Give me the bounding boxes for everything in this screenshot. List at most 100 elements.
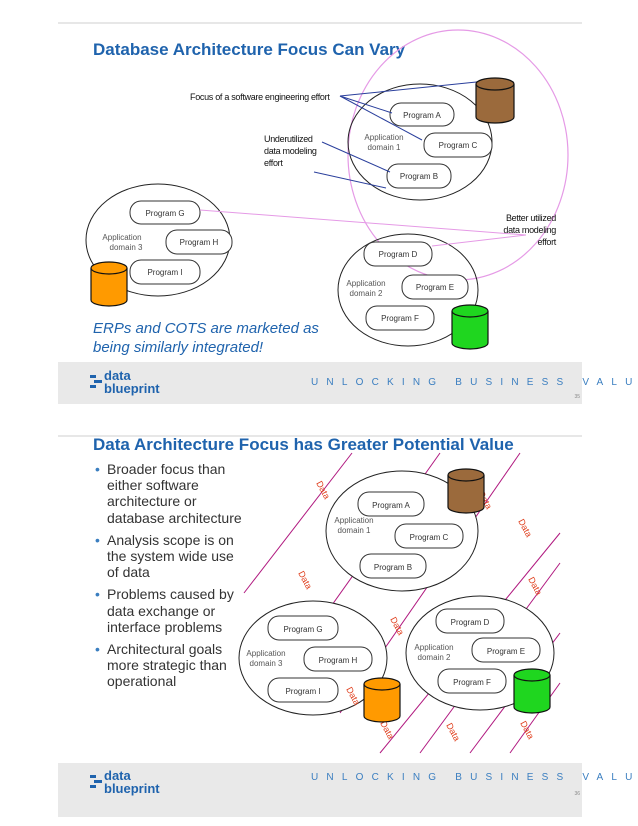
data-label: Data	[296, 569, 314, 590]
program-f-box	[365, 305, 435, 331]
data-blueprint-logo: data blueprint	[90, 367, 200, 402]
data-label: Data	[444, 721, 462, 742]
program-g-label: Program G	[145, 209, 184, 218]
better-annotation-line2: data modeling	[503, 225, 556, 235]
program-f-label: Program F	[453, 678, 491, 687]
slide-2: Data Architecture Focus has Greater Pote…	[0, 413, 638, 826]
focus-arrow-3	[339, 79, 497, 97]
footer-bar	[58, 763, 582, 817]
erp-callout: ERPs and COTS are marketed as being simi…	[93, 320, 319, 356]
bullet-item: Problems caused by data exchange or inte…	[95, 586, 245, 635]
program-i-box	[129, 259, 201, 285]
tagline: UNLOCKING BUSINESS VALUE	[311, 772, 638, 783]
program-c-box	[423, 132, 493, 158]
svg-text:blueprint: blueprint	[104, 781, 160, 796]
program-d-box	[363, 241, 433, 267]
svg-text:data: data	[104, 368, 132, 383]
slide-1: Database Architecture Focus Can Vary Pro…	[58, 22, 638, 404]
program-e-label: Program E	[416, 283, 454, 292]
program-c-box	[394, 523, 464, 549]
better-arrow-2	[199, 209, 527, 236]
domain-2-label-line1: Application	[414, 643, 453, 652]
program-d-box	[435, 608, 505, 634]
tagline: UNLOCKING BUSINESS VALUE	[311, 377, 638, 388]
program-h-box	[303, 646, 373, 672]
bullet-item: Analysis scope is on the system wide use…	[95, 532, 245, 581]
program-f-box	[437, 668, 507, 694]
under-annotation-line2: data modeling	[264, 146, 317, 156]
under-annotation-line3: effort	[264, 158, 283, 168]
program-h-label: Program H	[180, 238, 219, 247]
program-d-label: Program D	[451, 618, 490, 627]
domain-1-label-line2: domain 1	[338, 526, 371, 535]
database-green-icon	[513, 668, 551, 714]
program-e-box	[401, 274, 469, 300]
program-g-label: Program G	[283, 625, 322, 634]
data-label: Data	[388, 615, 406, 636]
domain-3-label-line2: domain 3	[110, 243, 143, 252]
database-orange-icon	[90, 261, 128, 307]
domain-3-label-line1: Application	[102, 233, 141, 242]
page-number: 35	[574, 394, 580, 400]
domain-2-label-line1: Application	[346, 279, 385, 288]
under-annotation-line1: Underutilized	[264, 134, 313, 144]
data-label: Data	[516, 517, 534, 538]
data-flow-diagram: Program A Program C Program B Applicatio…	[238, 452, 561, 754]
data-blueprint-logo: data blueprint	[90, 767, 200, 802]
bullet-list: Broader focus than either software archi…	[95, 461, 245, 696]
database-brown-icon	[475, 77, 515, 124]
program-g-box	[129, 200, 201, 225]
focus-arrow-2	[339, 95, 423, 141]
svg-text:data: data	[104, 768, 132, 783]
program-c-label: Program C	[410, 533, 449, 542]
program-e-label: Program E	[487, 647, 525, 656]
program-a-label: Program A	[403, 111, 441, 120]
data-label: Data	[526, 575, 544, 596]
focus-arrow-1	[339, 95, 393, 114]
domain-2-label-line2: domain 2	[350, 289, 383, 298]
domain-1-label-line1: Application	[364, 133, 403, 142]
program-a-box	[389, 102, 455, 127]
program-h-label: Program H	[319, 656, 358, 665]
program-a-label: Program A	[372, 501, 410, 510]
program-i-label: Program I	[285, 687, 320, 696]
domain-1-label-line1: Application	[334, 516, 373, 525]
slide-title: Database Architecture Focus Can Vary	[93, 40, 406, 59]
program-f-label: Program F	[381, 314, 419, 323]
program-d-label: Program D	[379, 250, 418, 259]
database-orange-icon	[363, 677, 401, 723]
program-c-label: Program C	[439, 141, 478, 150]
domain-3-label-line1: Application	[246, 649, 285, 658]
better-annotation-line3: effort	[537, 237, 556, 247]
footer-bar	[58, 362, 582, 404]
program-h-box	[165, 229, 233, 255]
page-number: 36	[574, 791, 580, 797]
program-b-box	[386, 163, 452, 189]
program-b-label: Program B	[374, 563, 412, 572]
domain-1-label-line2: domain 1	[368, 143, 401, 152]
focus-annotation: Focus of a software engineering effort	[190, 92, 330, 102]
bullet-item: Architectural goals more strategic than …	[95, 641, 245, 690]
slide-title: Data Architecture Focus has Greater Pote…	[93, 435, 514, 454]
program-b-label: Program B	[400, 172, 438, 181]
better-arrow-1	[431, 234, 527, 247]
program-b-box	[359, 553, 427, 579]
architecture-diagram: Program A Program C Program B Applicatio…	[85, 29, 569, 350]
program-e-box	[471, 637, 541, 663]
domain-2-label-line2: domain 2	[418, 653, 451, 662]
bullet-item: Broader focus than either software archi…	[95, 461, 245, 526]
top-rule	[58, 22, 582, 24]
database-brown-icon	[447, 468, 485, 514]
domain-2-ellipse	[337, 233, 479, 347]
under-arrow-2	[313, 171, 387, 189]
program-i-box	[267, 677, 339, 703]
domain-3-label-line2: domain 3	[250, 659, 283, 668]
program-a-box	[357, 491, 425, 517]
program-i-label: Program I	[147, 268, 182, 277]
svg-text:blueprint: blueprint	[104, 381, 160, 396]
database-green-icon	[451, 304, 489, 350]
better-annotation-line1: Better utilized	[506, 213, 556, 223]
top-rule	[58, 435, 582, 437]
under-arrow-1	[321, 141, 391, 173]
program-g-box	[267, 615, 339, 641]
